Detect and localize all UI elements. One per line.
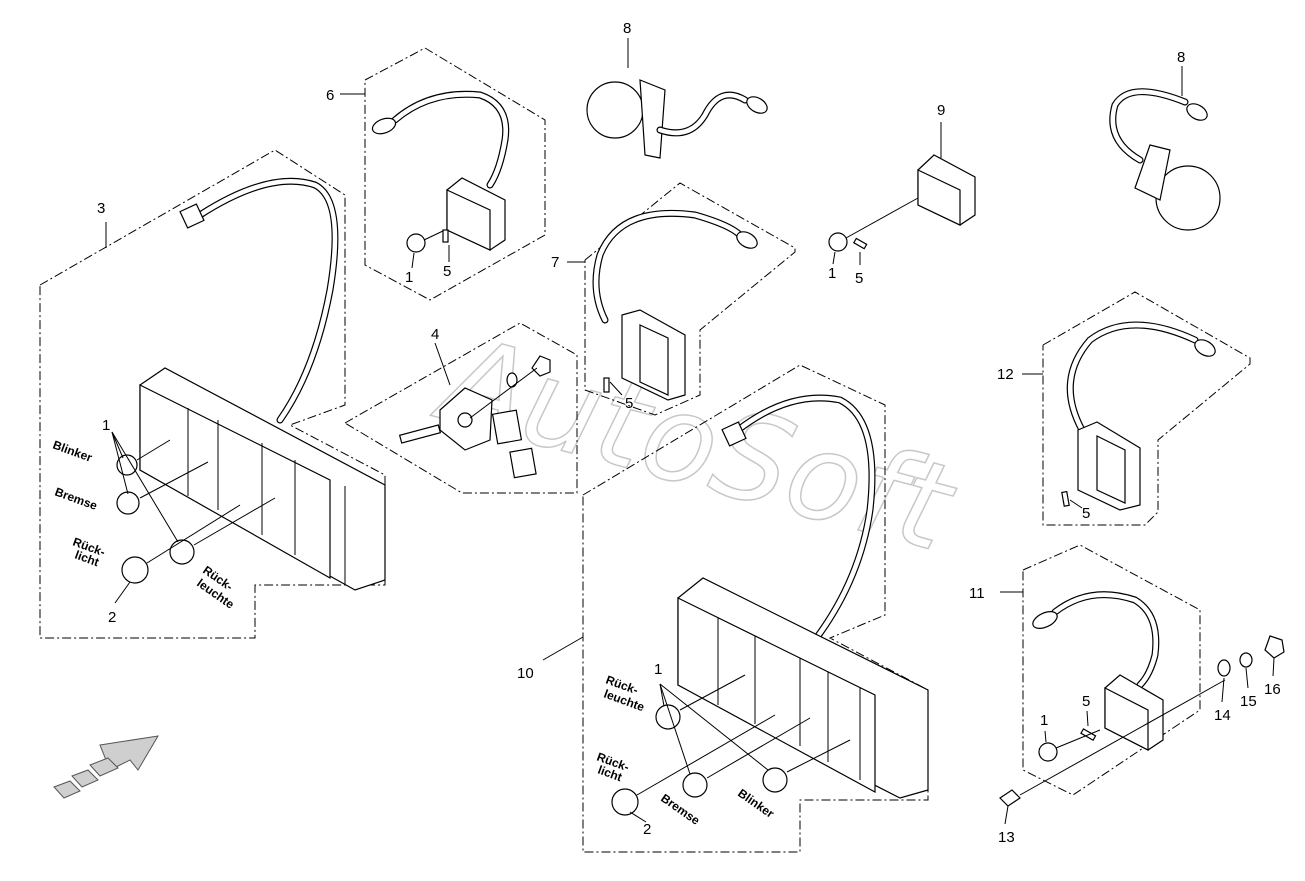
callout-8b: 8 [1177,49,1185,66]
callout-5e: 5 [1082,693,1090,710]
group-9 [828,122,976,265]
callout-10: 10 [517,665,534,682]
callout-1d: 1 [654,661,662,678]
group-10 [542,364,929,853]
callout-13: 13 [998,829,1015,846]
group-7 [567,182,796,416]
callout-2a: 2 [108,609,116,626]
watermark: AutoSoft [422,309,968,580]
callout-5b: 5 [855,270,863,287]
callout-11: 11 [969,585,985,602]
callout-4: 4 [431,326,439,343]
group-8-a [586,38,768,159]
callout-5c: 5 [625,395,633,412]
group-11 [999,544,1285,825]
callout-1c: 1 [828,265,836,282]
callout-8a: 8 [623,20,631,37]
group-12 [1022,291,1251,526]
callout-1b: 1 [405,269,413,286]
callout-12: 12 [997,366,1014,383]
callout-15: 15 [1240,693,1257,710]
callout-6: 6 [326,87,334,104]
direction-arrow-icon [53,735,159,799]
callout-14: 14 [1214,707,1231,724]
group-3 [39,149,386,639]
callout-5a: 5 [443,263,451,280]
label-bremse: Bremse [53,485,99,513]
label-blinker: Blinker [51,438,94,465]
group-8-b [1109,66,1221,231]
callout-16: 16 [1264,681,1281,698]
callout-1e: 1 [1040,712,1048,729]
callout-3: 3 [97,200,105,217]
group-4 [344,322,578,494]
callout-2b: 2 [643,821,651,838]
callout-9: 9 [937,102,945,119]
group-6 [340,47,546,301]
callout-5d: 5 [1082,505,1090,522]
callout-1a: 1 [102,417,110,434]
callout-7: 7 [551,254,559,271]
